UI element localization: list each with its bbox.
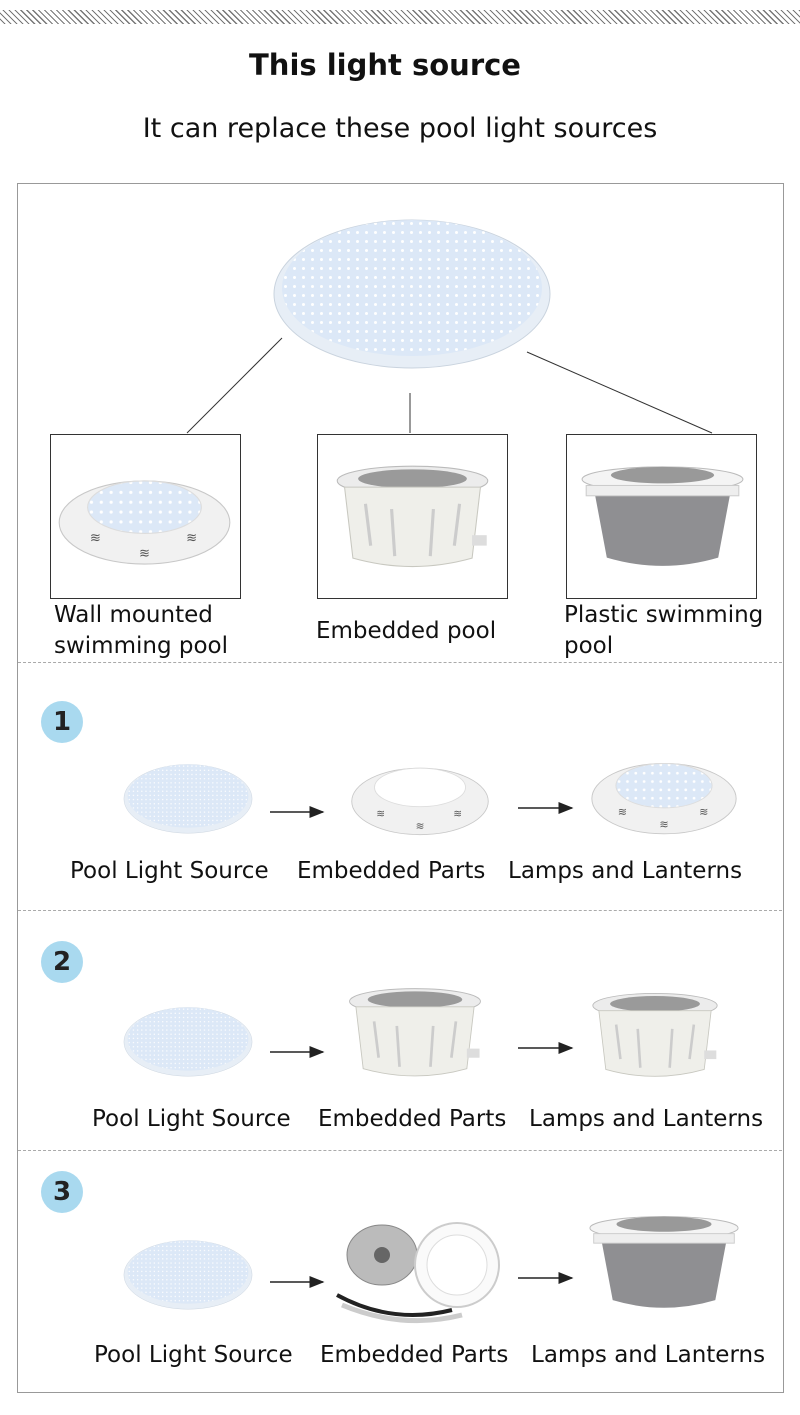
step-badge-1: 1 [41,701,83,743]
caption-plastic: Plastic swimming pool [564,602,764,659]
step1-label-parts: Embedded Parts [297,858,486,884]
step1-label-lamps: Lamps and Lanterns [508,858,743,884]
content-frame [17,183,784,1393]
divider [18,1150,782,1151]
divider [18,662,782,663]
step3-label-source: Pool Light Source [94,1342,293,1368]
caption-wall-mounted: Wall mounted swimming pool [54,602,229,659]
step1-label-source: Pool Light Source [70,858,269,884]
step2-label-parts: Embedded Parts [318,1106,507,1132]
step2-label-source: Pool Light Source [92,1106,291,1132]
divider [18,910,782,911]
step-badge-3: 3 [41,1171,83,1213]
step3-label-parts: Embedded Parts [320,1342,509,1368]
light-source-image [273,219,551,369]
step2-label-lamps: Lamps and Lanterns [529,1106,764,1132]
page-subtitle: It can replace these pool light sources [142,113,658,144]
step3-label-lamps: Lamps and Lanterns [531,1342,766,1368]
hatched-border [0,10,800,24]
page-title: This light source [249,48,521,82]
step-badge-2: 2 [41,941,83,983]
caption-embedded: Embedded pool [316,618,497,644]
